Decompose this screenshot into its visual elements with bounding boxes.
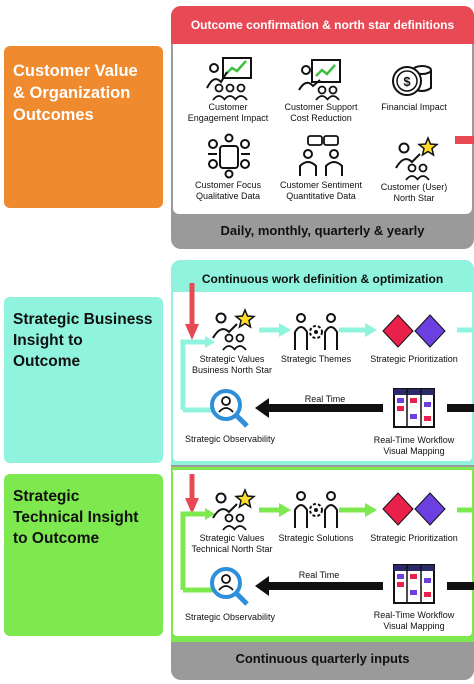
business-card [173, 292, 472, 461]
outcomes-label: Customer Value & Organization Outcomes [13, 62, 138, 124]
business-values-label: Strategic Values Business North Star [191, 354, 273, 375]
technical-prioritization-label: Strategic Prioritization [370, 533, 458, 543]
business-mapping-label: Real-Time Workflow Visual Mapping [373, 435, 455, 456]
item-financial-label: Financial Impact [381, 102, 447, 112]
technical-prioritization-diamonds-icon [382, 492, 446, 526]
business-label-block: Strategic Business Insight to Outcome [4, 297, 163, 463]
technical-values-icon [212, 488, 256, 531]
star-presenter-icon [395, 136, 439, 181]
svg-text:$: $ [403, 74, 411, 89]
solutions-label: Strategic Solutions [278, 533, 354, 543]
technical-observability-label: Strategic Observability [184, 612, 276, 622]
observability-magnifier-icon [210, 389, 249, 428]
workflow-panel-header: Continuous work definition & optimizatio… [201, 272, 444, 286]
outcome-panel-footer: Daily, monthly, quarterly & yearly [220, 223, 425, 238]
outcome-connector [455, 136, 474, 144]
outcome-panel: Outcome confirmation & north star defini… [171, 6, 474, 249]
prioritization-diamonds-icon [382, 314, 446, 348]
outcome-panel-header: Outcome confirmation & north star defini… [171, 6, 474, 44]
technical-values-label: Strategic Values Technical North Star [191, 533, 273, 554]
business-values-icon [212, 308, 256, 351]
workflow-panel-footer: Continuous quarterly inputs [235, 651, 410, 666]
outcomes-label-block: Customer Value & Organization Outcomes [4, 46, 163, 208]
technical-realtime-label: Real Time [298, 570, 340, 580]
discussion-icon [299, 135, 343, 176]
technical-label: Strategic Technical Insight to Outcome [13, 488, 139, 547]
technical-observability-magnifier-icon [210, 567, 249, 606]
kanban-board-icon [393, 388, 435, 428]
themes-gears-icon [294, 313, 338, 350]
business-observability-label: Strategic Observability [184, 434, 276, 444]
presentation-board-icon [298, 59, 341, 101]
business-prioritization-label: Strategic Prioritization [370, 354, 458, 364]
item-focus-label: Customer Focus Qualitative Data [194, 180, 262, 201]
technical-label-block: Strategic Technical Insight to Outcome [4, 474, 163, 636]
business-realtime-label: Real Time [304, 394, 346, 404]
technical-card [173, 470, 472, 636]
technical-mapping-label: Real-Time Workflow Visual Mapping [373, 610, 455, 631]
meeting-table-icon [208, 133, 250, 179]
item-northstar-label: Customer (User) North Star [380, 182, 448, 203]
item-engagement-label: Customer Engagement Impact [187, 102, 269, 123]
solutions-gears-icon [294, 491, 338, 528]
business-flow [180, 283, 474, 418]
technical-kanban-board-icon [393, 564, 435, 604]
coins-icon: $ [392, 65, 432, 96]
item-support-label: Customer Support Cost Reduction [284, 102, 358, 123]
technical-flow [180, 474, 474, 596]
business-label: Strategic Business Insight to Outcome [13, 311, 153, 370]
item-sentiment-label: Customer Sentiment Quantitative Data [279, 180, 363, 201]
presenter-chart-icon [206, 57, 252, 101]
themes-label: Strategic Themes [280, 354, 352, 364]
